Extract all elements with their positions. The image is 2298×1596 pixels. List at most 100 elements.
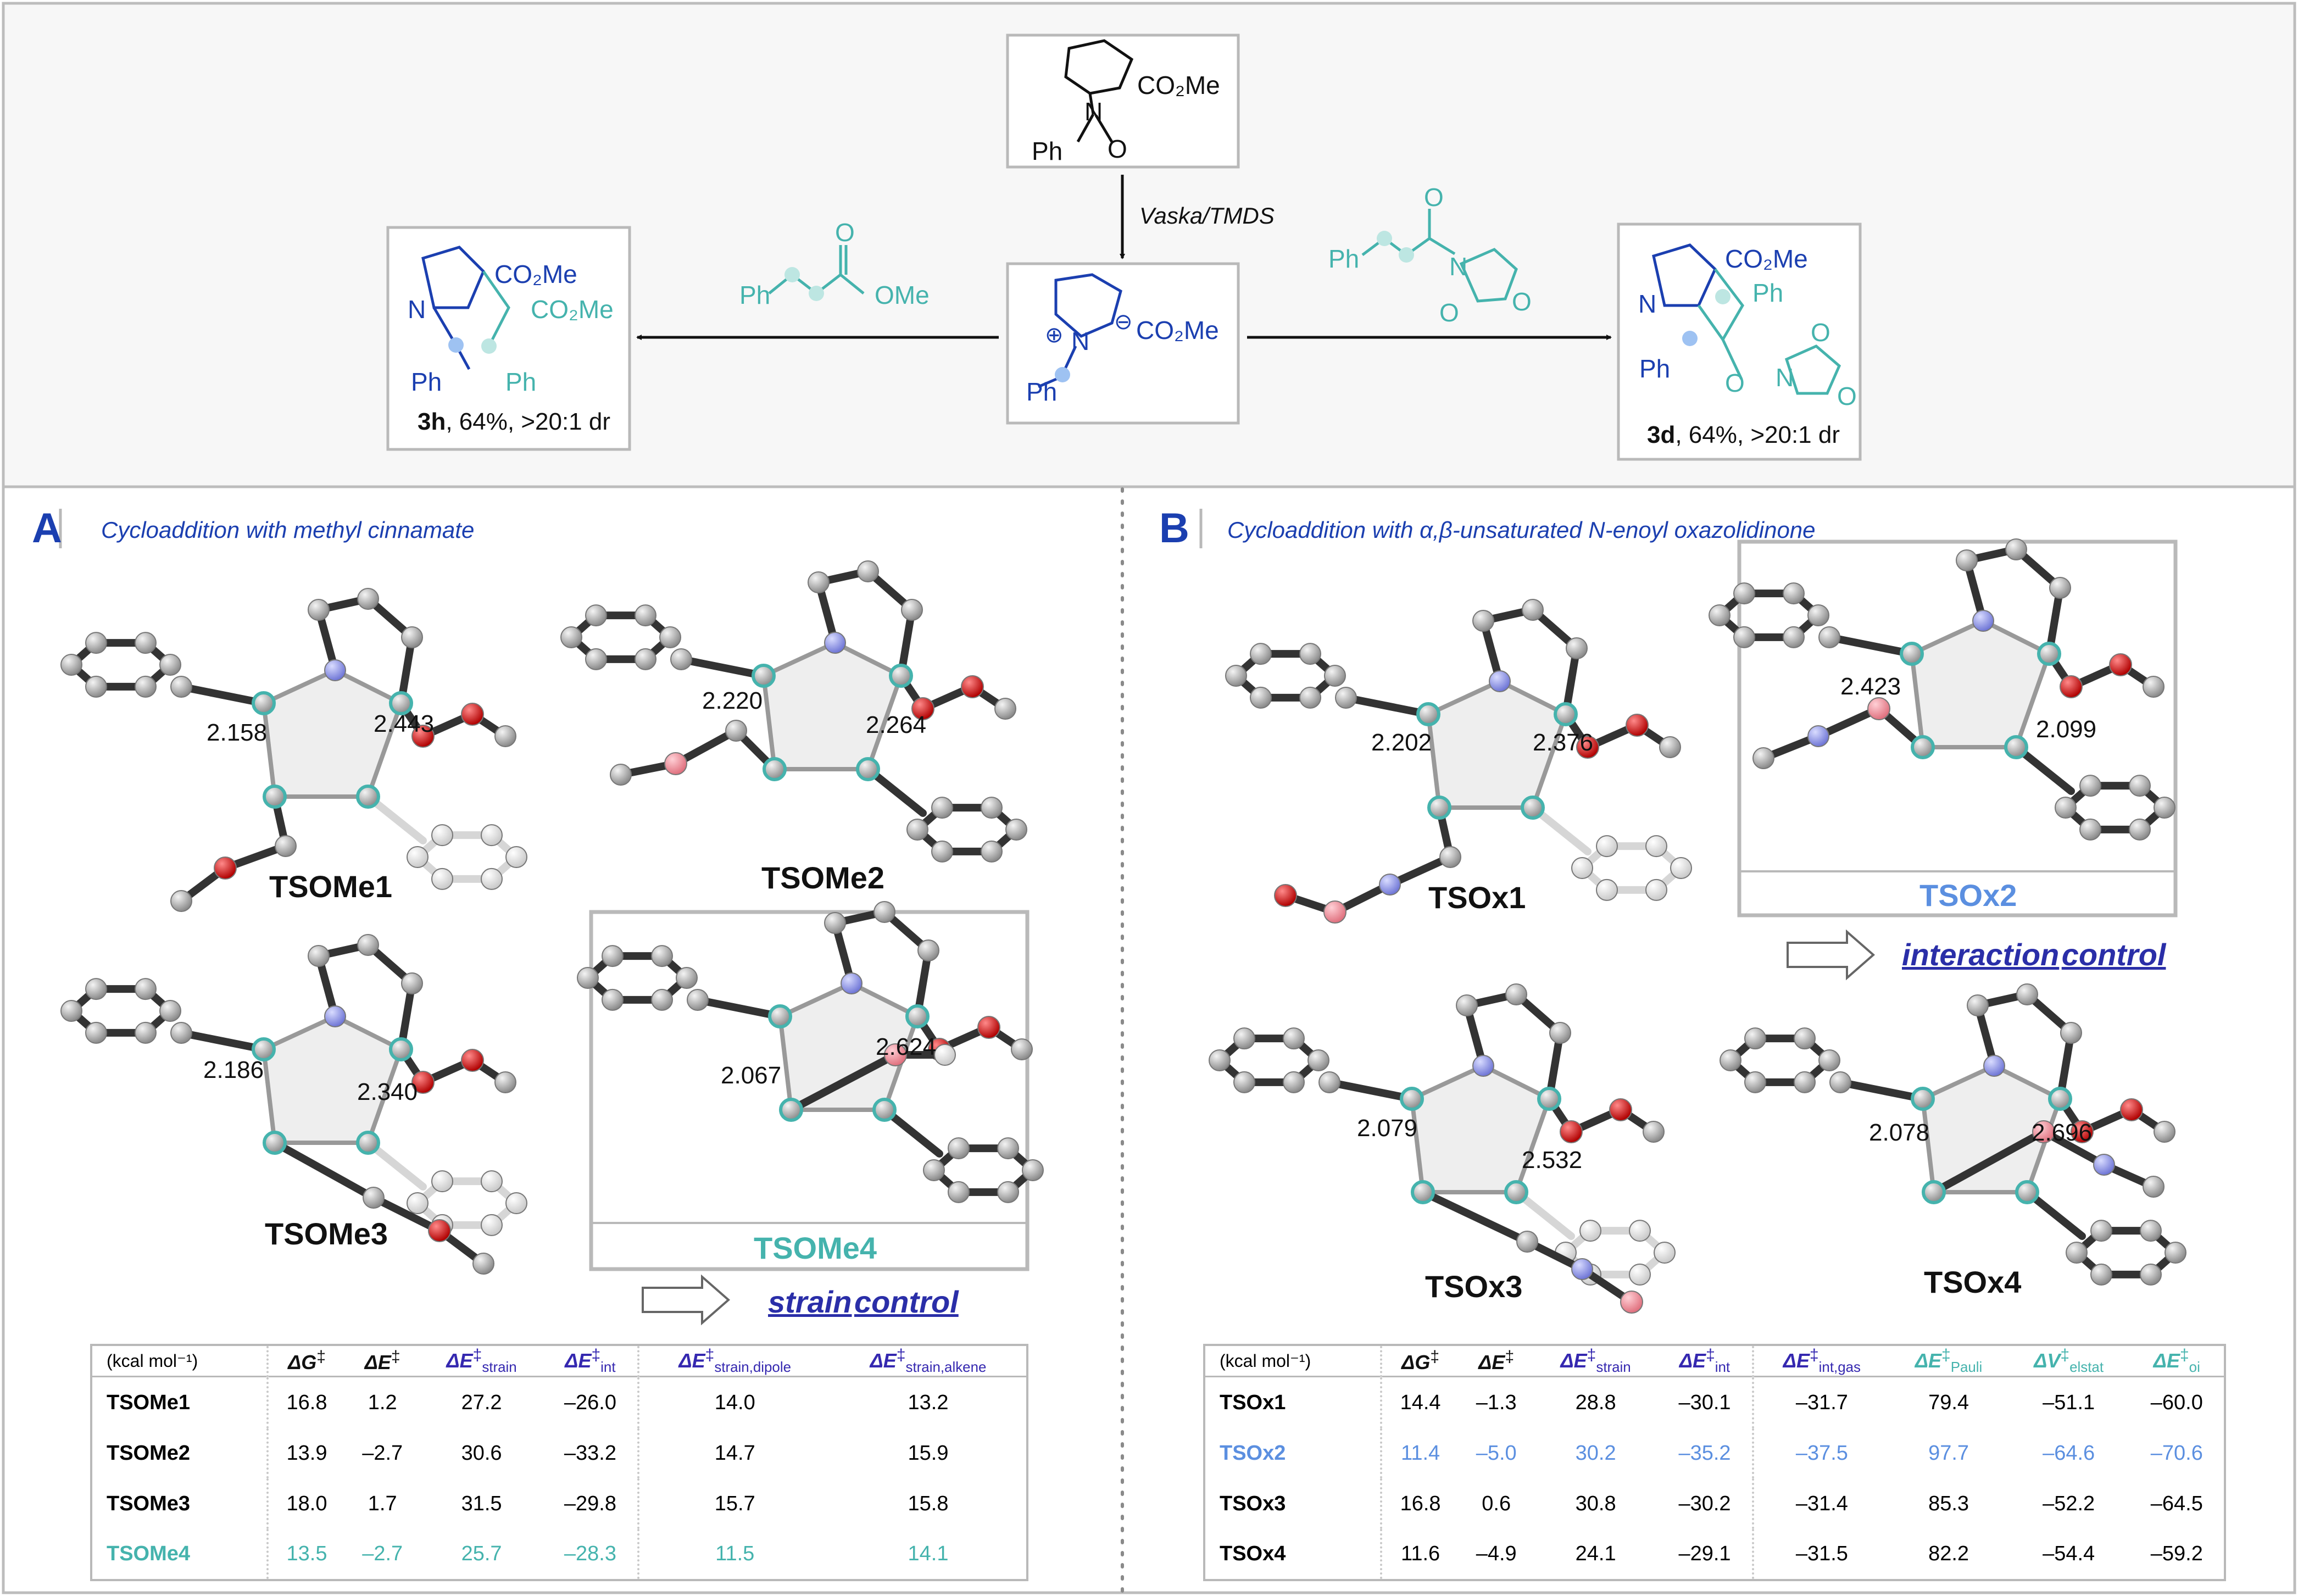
- carbon-atom: [1596, 835, 1618, 858]
- carbon-atom: [1521, 796, 1545, 820]
- tsome3-label: TSOMe3: [265, 1216, 388, 1251]
- carbon-atom: [1225, 665, 1247, 687]
- carbon-atom: [308, 599, 330, 621]
- nitrogen-atom: [324, 659, 346, 681]
- carbon-atom: [931, 840, 953, 863]
- table-cell: 11.6: [1380, 1528, 1459, 1579]
- table-cell: 30.6: [461, 1442, 502, 1465]
- carbon-atom: [1807, 604, 1829, 626]
- carbon-atom: [431, 867, 453, 890]
- table-cell: –31.5: [1752, 1528, 1890, 1579]
- carbon-atom: [505, 1192, 527, 1214]
- carbon-atom: [135, 675, 157, 698]
- carbon-atom: [1250, 686, 1272, 709]
- carbon-atom: [1654, 1242, 1676, 1264]
- carbon-atom: [824, 912, 846, 934]
- carbon-atom: [577, 967, 599, 989]
- start-co2me: CO₂Me: [1137, 71, 1220, 99]
- carbon-atom: [1472, 610, 1494, 632]
- carbon-atom: [1318, 1071, 1340, 1093]
- oxygen-atom: [411, 1071, 435, 1094]
- panel-a-heading: Cycloaddition with methyl cinnamate: [101, 517, 475, 543]
- table-cell: –2.7: [362, 1442, 403, 1465]
- carbon-atom: [1744, 1027, 1766, 1050]
- carbon-atom: [1645, 835, 1667, 858]
- carbon-atom: [1516, 1231, 1538, 1253]
- oxygen-atom: [1626, 714, 1649, 737]
- carbon-atom: [670, 648, 692, 670]
- carbon-atom: [1283, 1027, 1305, 1050]
- carbon-atom: [1554, 702, 1578, 726]
- table-cell: 24.1: [1575, 1542, 1616, 1565]
- right-reagent-o3: O: [1512, 287, 1532, 316]
- carbon-atom: [1629, 1220, 1651, 1242]
- carbon-atom: [2090, 1263, 2112, 1286]
- carbon-atom: [85, 675, 107, 698]
- carbon-atom: [1522, 599, 1544, 621]
- oxygen-atom: [1620, 1291, 1643, 1314]
- table-cell: –28.3: [564, 1542, 616, 1565]
- carbon-atom: [901, 599, 923, 621]
- carbon-atom: [263, 1131, 287, 1155]
- tsox1-d1: 2.202: [1371, 729, 1432, 756]
- forming-ring: [1426, 679, 1568, 810]
- table-b-h2: ΔE‡strain: [1534, 1346, 1657, 1378]
- ylide-plus: ⊕: [1045, 323, 1064, 347]
- carbon-atom: [1922, 1180, 1946, 1204]
- oxygen-atom: [2071, 1120, 2094, 1143]
- carbon-atom: [1709, 604, 1731, 626]
- table-b-h3: ΔE‡int: [1657, 1346, 1754, 1378]
- table-cell: 30.8: [1575, 1492, 1616, 1515]
- carbon-atom: [1324, 665, 1346, 687]
- table-cell: 13.5: [266, 1528, 345, 1579]
- ylide-ph: Ph: [1026, 377, 1058, 406]
- carbon-atom: [906, 819, 928, 841]
- table-cell: –31.7: [1752, 1376, 1890, 1429]
- tsome2-label: TSOMe2: [761, 860, 885, 895]
- carbon-atom: [135, 978, 157, 1000]
- forming-ring: [261, 668, 404, 799]
- table-cell: 16.8: [1380, 1478, 1459, 1529]
- right-reagent-o1: O: [1424, 183, 1444, 212]
- carbon-atom: [1566, 637, 1588, 659]
- carbon-atom: [1956, 549, 1978, 571]
- product-right-co2me: CO₂Me: [1725, 244, 1808, 273]
- table-cell: –33.2: [564, 1442, 616, 1465]
- carbon-atom: [651, 945, 673, 967]
- table-cell: 11.5: [637, 1528, 831, 1579]
- row-label: TSOMe1: [107, 1391, 191, 1415]
- panel-b-heading: Cycloaddition with α,β-unsaturated N-eno…: [1227, 517, 1816, 543]
- table-a: (kcal mol⁻¹) ΔG‡ ΔE‡ ΔE‡strain ΔE‡int ΔE…: [90, 1344, 1028, 1581]
- carbon-atom: [1720, 1049, 1741, 1071]
- carbon-atom: [2154, 797, 2175, 819]
- panel-a-letter: A: [32, 505, 62, 552]
- carbon-atom: [602, 988, 624, 1011]
- carbon-atom: [494, 725, 516, 747]
- tsox3-label: TSOx3: [1425, 1269, 1523, 1304]
- table-a-h2: ΔE‡strain: [420, 1346, 543, 1378]
- bond: [177, 1029, 268, 1053]
- carbon-atom: [1233, 1027, 1255, 1050]
- bond: [1326, 1078, 1416, 1103]
- nitrogen-atom: [1379, 874, 1401, 896]
- carbon-atom: [1596, 878, 1618, 901]
- tsox2-d2: 2.099: [2036, 716, 2097, 743]
- carbon-atom: [135, 632, 157, 654]
- carbon-atom: [1537, 1087, 1561, 1111]
- carbon-atom: [1783, 582, 1805, 605]
- table-a-h5: ΔE‡strain,alkene: [830, 1346, 1026, 1378]
- table-a-h0: ΔG‡: [266, 1346, 345, 1378]
- product-right-n2: N: [1776, 363, 1794, 392]
- carbon-atom: [1299, 686, 1321, 709]
- carbon-atom: [659, 626, 681, 648]
- carbon-atom: [602, 945, 624, 967]
- carbon-atom: [1645, 878, 1667, 901]
- tsome2-d1: 2.220: [702, 687, 763, 714]
- strain-control-label: strain control: [768, 1287, 959, 1317]
- carbon-atom: [560, 626, 582, 648]
- table-cell: –54.4: [2043, 1542, 2095, 1565]
